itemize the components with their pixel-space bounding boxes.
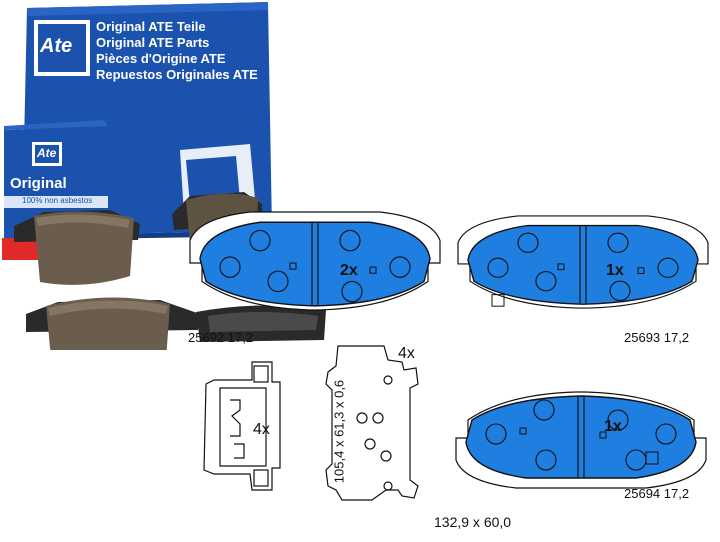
pad-25692-quantity: 2x xyxy=(340,262,358,279)
pad-25694-label: 25694 17,2 xyxy=(624,486,689,501)
brake-pad-photo xyxy=(26,297,200,350)
pad-25692-number: 25692 xyxy=(188,330,225,345)
pad-25694-number: 25694 xyxy=(624,486,661,501)
brake-pad-photo xyxy=(14,210,140,285)
large-box-text-3: Pièces d'Origine ATE xyxy=(96,51,226,66)
small-box-subtitle: 100% non asbestos xyxy=(22,196,93,205)
large-box-text-4: Repuestos Originales ATE xyxy=(96,67,258,82)
product-photo: Ate Original ATE Teile Original ATE Part… xyxy=(0,0,330,350)
pad-drawing-25692 xyxy=(189,211,441,311)
spring-drawing xyxy=(325,345,419,501)
pad-25694-quantity: 1x xyxy=(604,418,622,435)
spring-dimensions: 105,4 x 61,3 x 0,6 xyxy=(331,379,347,484)
pad-25692-thickness: 17,2 xyxy=(227,330,254,345)
pad-25694-thickness: 17,2 xyxy=(663,486,690,501)
pad-25692-label: 25692 17,2 xyxy=(188,330,253,345)
pad-drawing-25693 xyxy=(457,215,709,309)
clip-drawing xyxy=(203,361,281,491)
large-box-brand: Ate xyxy=(40,35,73,57)
pad-25693-label: 25693 17,2 xyxy=(624,330,689,345)
pad-25693-thickness: 17,2 xyxy=(663,330,690,345)
small-box-brand: Ate xyxy=(37,146,57,160)
pad-drawing-25694 xyxy=(455,391,707,489)
spring-quantity: 4x xyxy=(398,345,415,362)
clip-quantity: 4x xyxy=(253,421,270,438)
large-box-text-2: Original ATE Parts xyxy=(96,35,210,50)
small-box-title: Original xyxy=(10,175,67,192)
brake-pad-photo xyxy=(196,305,326,342)
pad-25693-quantity: 1x xyxy=(606,262,624,279)
pad-25693-number: 25693 xyxy=(624,330,661,345)
pad-dimensions: 132,9 x 60,0 xyxy=(434,514,512,530)
large-box-text-1: Original ATE Teile xyxy=(96,19,206,34)
